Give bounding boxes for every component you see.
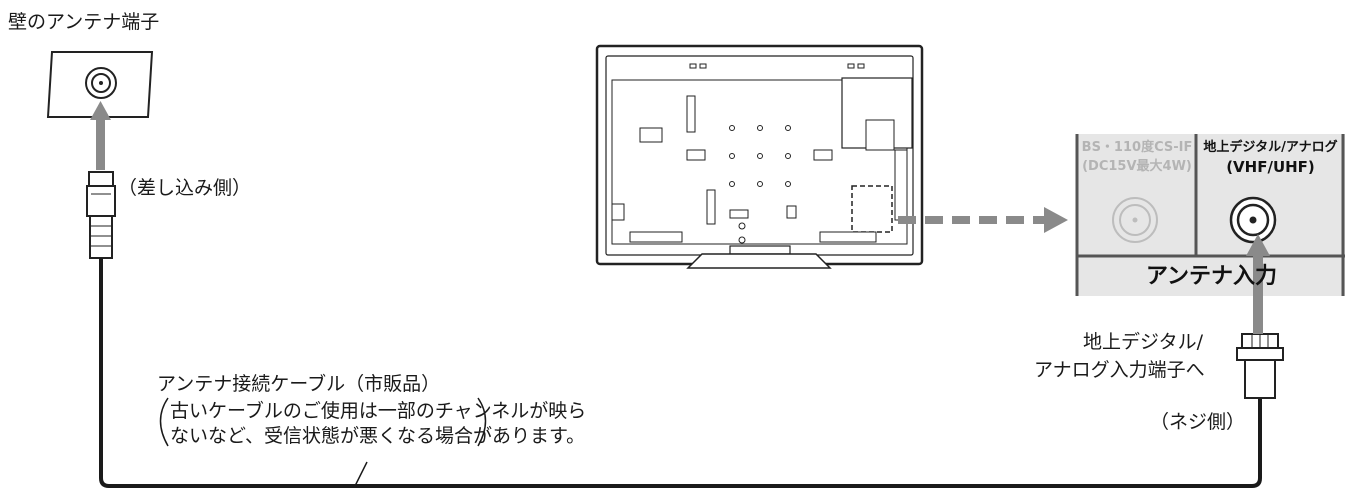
- terrestrial-connector-icon: [1229, 196, 1277, 244]
- connect-arrow-up: [1246, 234, 1270, 334]
- zoom-indicator-arrow: [898, 207, 1068, 233]
- screw-plug-icon: [1236, 333, 1284, 399]
- bs-cs-label-line2: (DC15V最大4W): [1082, 159, 1192, 174]
- cable-note-line2: ないなど、受信状態が悪くなる場合があります。: [170, 425, 586, 447]
- wall-antenna-jack-icon: [46, 51, 154, 118]
- tv-rear-illustration: [595, 44, 924, 269]
- cable-note-line1: 古いケーブルのご使用は一部のチャンネルが映ら: [170, 400, 587, 422]
- terminal-label-line1: 地上デジタル/: [1083, 331, 1204, 353]
- bs-cs-connector-icon: [1112, 197, 1158, 243]
- antenna-input-panel: [1075, 134, 1345, 334]
- terrestrial-label-line2: (VHF/UHF): [1226, 158, 1315, 176]
- wall-antenna-jack-label: 壁のアンテナ端子: [8, 11, 160, 33]
- bs-cs-label-line1: BS・110度CS-IF: [1081, 140, 1193, 155]
- screw-side-label: （ネジ側）: [1150, 411, 1246, 433]
- terminal-label-line2: アナログ入力端子へ: [1034, 359, 1205, 381]
- antenna-cable: [99, 258, 1262, 488]
- plug-side-label: （差し込み側）: [118, 177, 252, 199]
- cable-leader-line: [354, 461, 368, 487]
- insert-direction-arrow: [90, 101, 111, 170]
- note-right-bracket: [477, 397, 487, 447]
- note-left-bracket: [159, 397, 169, 447]
- push-in-plug-icon: [86, 171, 116, 259]
- terrestrial-label-line1: 地上デジタル/アナログ: [1203, 140, 1338, 155]
- antenna-input-label: アンテナ入力: [1145, 264, 1278, 289]
- cable-title-label: アンテナ接続ケーブル（市販品）: [157, 373, 441, 395]
